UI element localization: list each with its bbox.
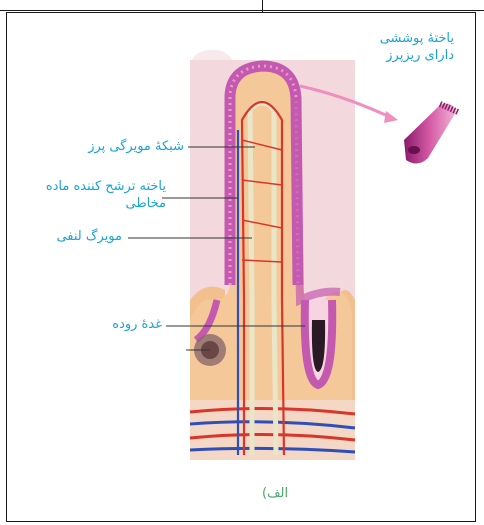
label-intestinal-gland: غدهٔ روده — [86, 316, 162, 333]
label-mucus-cell-line2: مخاطی — [18, 195, 166, 212]
label-capillary-network: شبکهٔ مویرگی پرز — [58, 138, 184, 155]
tissue-block — [190, 60, 355, 460]
figure-caption: الف) — [262, 486, 288, 501]
label-mucus-cell-line1: یاخته ترشح کننده ماده — [18, 178, 166, 195]
label-epithelial-cell-line1: یاختهٔ پوششی — [370, 30, 454, 47]
label-epithelial-cell-line2: دارای ریزپرز — [370, 47, 454, 64]
label-mucus-cell: یاخته ترشح کننده ماده مخاطی — [18, 178, 166, 212]
label-lymph-capillary: مویرگ لنفی — [30, 228, 122, 245]
label-epithelial-cell: یاختهٔ پوششی دارای ریزپرز — [370, 30, 454, 64]
